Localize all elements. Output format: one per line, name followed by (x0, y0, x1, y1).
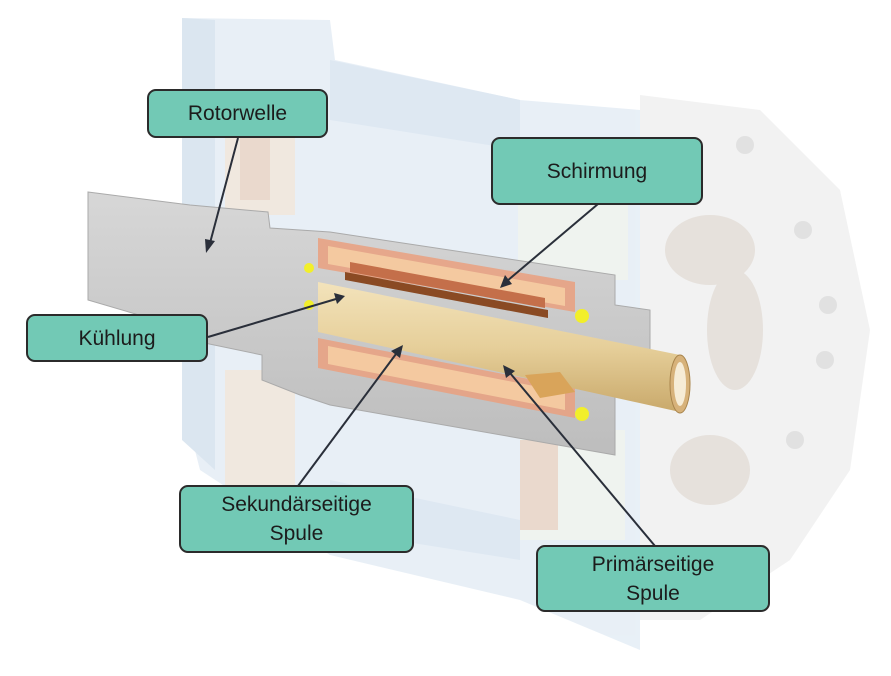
arrow-sekundaer (297, 345, 403, 487)
label-kuehlung: Kühlung (26, 314, 208, 362)
label-kuehlung-text: Kühlung (78, 326, 156, 350)
arrow-schirmung (500, 203, 599, 288)
label-rotorwelle-text: Rotorwelle (187, 102, 288, 125)
label-primaerseitige-spule: Primärseitige Spule (536, 545, 770, 612)
arrow-kuehlung (207, 293, 345, 338)
end-shield (640, 95, 870, 620)
leader-arrows (205, 137, 656, 547)
arrow-rotorwelle (205, 137, 239, 253)
arrow-primaer (503, 365, 656, 547)
label-schirmung-text: Schirmung (546, 159, 648, 183)
label-sekundaerseitige-spule: Sekundärseitige Spule (179, 485, 414, 553)
label-primaerseitige-spule-text: Primärseitige Spule (591, 552, 715, 605)
bearing-balls (304, 263, 589, 421)
label-sekundaerseitige-spule-text: Sekundärseitige Spule (221, 493, 372, 545)
cooling-tube (318, 282, 691, 414)
label-rotorwelle: Rotorwelle (147, 89, 328, 138)
label-schirmung: Schirmung (491, 137, 703, 205)
